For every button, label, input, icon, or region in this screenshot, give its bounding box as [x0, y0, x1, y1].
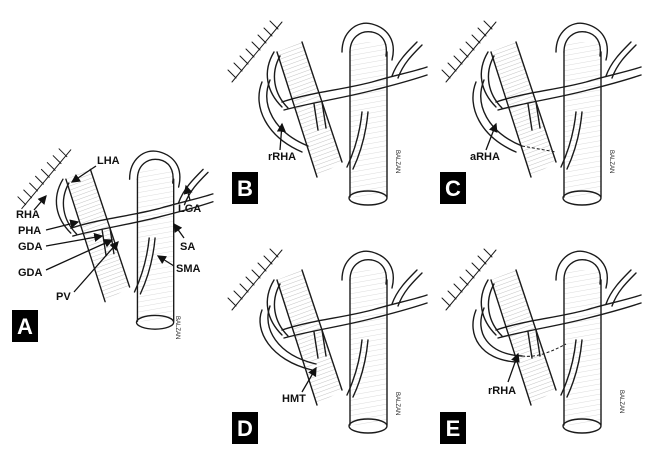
panel-e: E rRHA BALZAN — [440, 249, 641, 444]
label-pv: PV — [56, 291, 71, 303]
panel-c-drawing — [442, 21, 641, 205]
panel-e-drawing — [442, 249, 641, 433]
label-e-rrha: rRHA — [488, 385, 516, 397]
panel-a-drawing — [18, 149, 213, 329]
label-b-rrha: rRHA — [268, 151, 296, 163]
panel-e-signature: BALZAN — [618, 390, 624, 413]
panel-c-letter: C — [445, 176, 461, 201]
panel-a: A LHA RHA PHA GDA GDA PV LGA SA SMA BALZ… — [12, 149, 213, 342]
label-rha: RHA — [16, 209, 40, 221]
label-gda-1: GDA — [18, 241, 43, 253]
label-d-hmt: HMT — [282, 393, 306, 405]
panel-c: C aRHA BALZAN — [440, 21, 641, 205]
label-lga: LGA — [178, 203, 201, 215]
panel-a-letter: A — [17, 314, 33, 339]
label-c-arha: aRHA — [470, 151, 500, 163]
panel-d-letter: D — [237, 416, 253, 441]
panel-d-signature: BALZAN — [394, 392, 400, 415]
panel-a-signature: BALZAN — [174, 316, 180, 339]
panel-b-signature: BALZAN — [394, 150, 400, 173]
label-sma: SMA — [176, 263, 201, 275]
label-pha: PHA — [18, 225, 41, 237]
label-sa: SA — [180, 241, 195, 253]
panel-e-letter: E — [446, 416, 461, 441]
label-gda-2: GDA — [18, 267, 43, 279]
panel-d: D HMT BALZAN — [228, 249, 427, 444]
panel-b-letter: B — [237, 176, 253, 201]
label-lha: LHA — [97, 155, 120, 167]
panel-c-signature: BALZAN — [608, 150, 614, 173]
panel-b: B rRHA BALZAN — [228, 21, 427, 205]
